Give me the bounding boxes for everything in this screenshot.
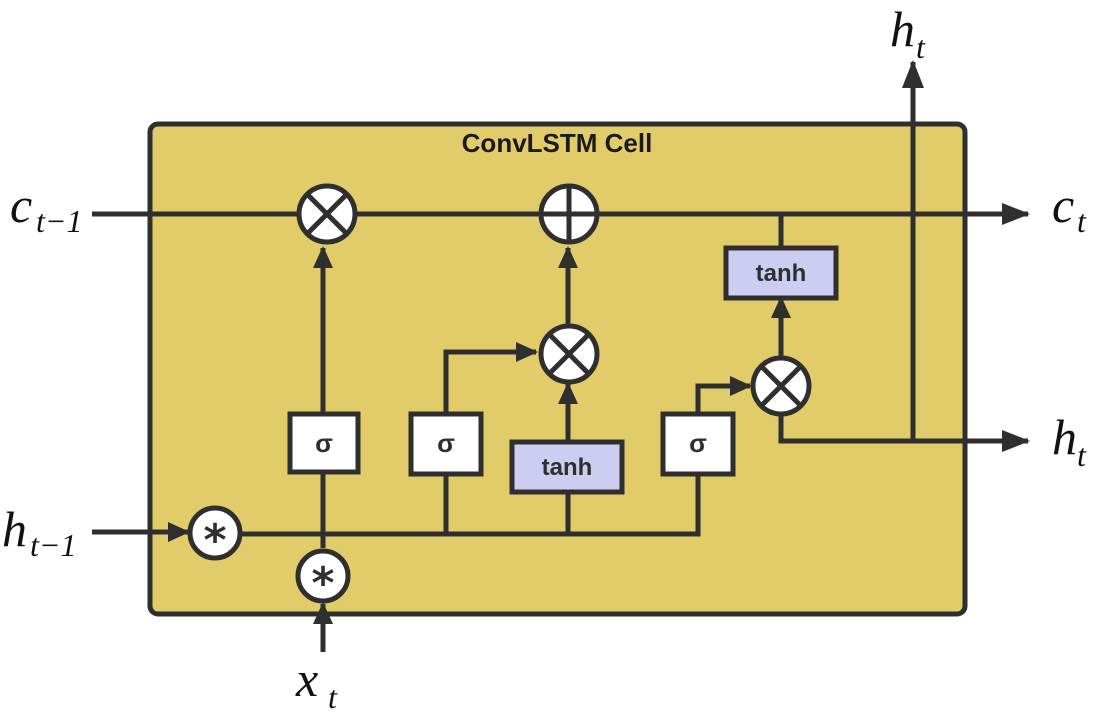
label-c-out: c t (1052, 177, 1087, 239)
x-conv-label: * (311, 558, 334, 609)
c-out-sub: t (1077, 203, 1087, 239)
x-main: x (295, 651, 318, 707)
add-icon (538, 183, 600, 245)
c-prev-sub: t−1 (36, 203, 82, 239)
label-h-top: h t (890, 1, 926, 65)
x-conv-icon: * (295, 548, 351, 609)
label-h-prev: h t−1 (2, 501, 76, 563)
output-multiply-icon (750, 355, 812, 417)
h-prev-main: h (2, 501, 27, 557)
h-top-sub: t (916, 29, 926, 65)
forget-gate: σ (287, 411, 361, 475)
cell-tanh: tanh (723, 245, 839, 301)
h-right-main: h (1052, 409, 1077, 465)
x-sub: t (328, 679, 338, 715)
h-conv-icon: * (187, 505, 243, 566)
input-gate-to-mult (443, 342, 538, 414)
label-c-prev: c t−1 (10, 177, 82, 239)
c-prev-main: c (10, 177, 32, 233)
input-multiply-icon (538, 323, 600, 385)
candidate-gate-label: tanh (542, 454, 593, 481)
candidate-gate: tanh (509, 439, 625, 495)
cell-title: ConvLSTM Cell (462, 128, 653, 158)
h-bus-line (242, 476, 701, 537)
c-out-main: c (1052, 177, 1074, 233)
output-gate: σ (660, 411, 736, 477)
input-gate-label: σ (437, 428, 455, 458)
h-output-line (778, 414, 1030, 452)
output-gate-label: σ (689, 428, 707, 458)
label-h-right: h t (1052, 409, 1087, 473)
input-gate: σ (408, 411, 484, 477)
forget-multiply-icon (296, 183, 358, 245)
cell-tanh-label: tanh (756, 260, 807, 287)
h-top-main: h (890, 1, 915, 57)
h-conv-label: * (203, 515, 226, 566)
forget-gate-label: σ (315, 428, 333, 458)
h-prev-sub: t−1 (30, 527, 76, 563)
label-x: x t (295, 651, 338, 715)
output-gate-to-mult (695, 376, 752, 414)
h-right-sub: t (1077, 437, 1087, 473)
